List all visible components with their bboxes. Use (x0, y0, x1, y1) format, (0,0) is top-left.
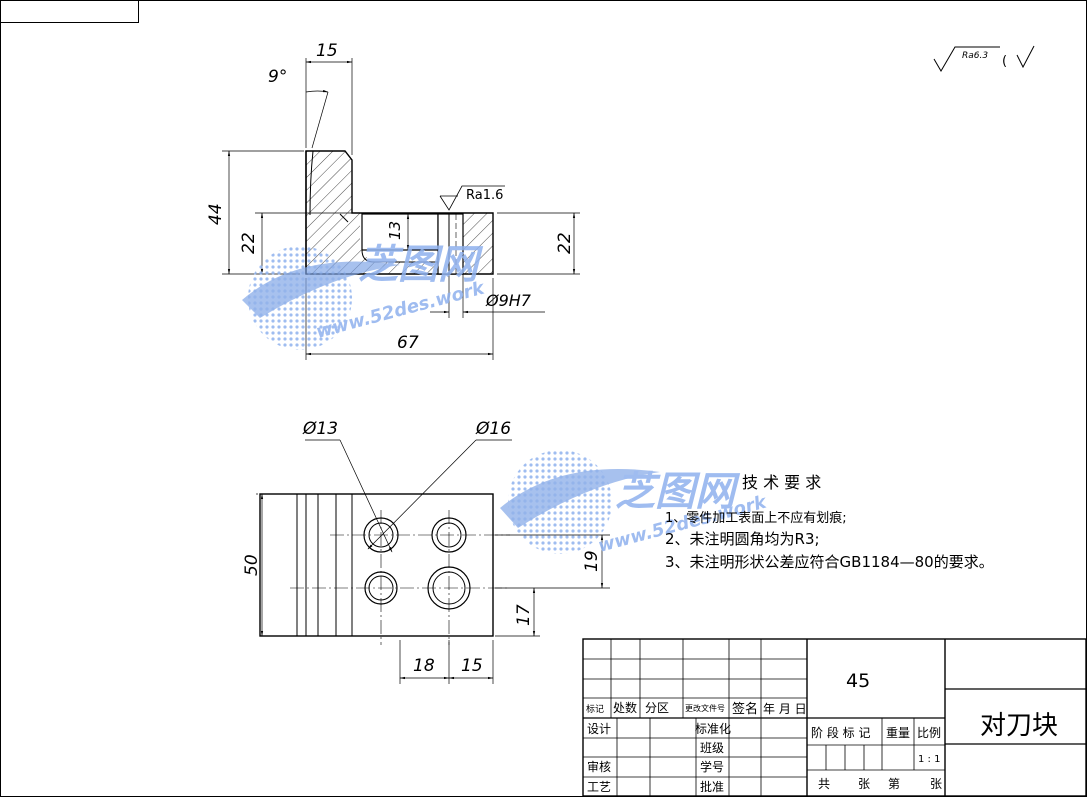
tb-header-zone: 分区 (645, 701, 669, 715)
dim-height-44: 44 (206, 203, 226, 225)
tb-row-review: 审核 (587, 759, 611, 774)
dim-length-67: 67 (397, 333, 419, 353)
hole-bottom-left-outer (364, 571, 398, 605)
tb-header-doc: 更改文件号 (685, 703, 725, 713)
watermark-brand-upper: 芝图网 (358, 242, 484, 288)
tb-header-count: 处数 (613, 700, 637, 715)
tb-row-standard: 标准化 (695, 722, 731, 736)
tb-header-mark: 标记 (586, 703, 604, 715)
hole-top-right-inner (436, 522, 462, 548)
surface-roughness-note: Ra6.3 ( (933, 45, 1035, 72)
dim-dia-16: Ø16 (475, 419, 511, 439)
dim-height-22-left: 22 (239, 232, 259, 254)
tb-header-sign: 签名 (732, 701, 758, 717)
top-left-tab (0, 0, 139, 23)
tb-scale-value: 1 : 1 (918, 754, 940, 765)
dim-spacing-18: 18 (413, 656, 435, 676)
dim-hole-9h7: Ø9H7 (485, 291, 532, 310)
tb-part-name: 对刀块 (980, 711, 1058, 741)
tb-stage-label: 阶 段 标 记 (811, 725, 870, 740)
dim-spacing-15: 15 (461, 656, 483, 676)
dim-spacing-19: 19 (582, 550, 602, 572)
hole-top-left-outer (363, 517, 399, 553)
watermark-upper: 芝图网 www.52des.work (242, 242, 487, 350)
tech-requirement-item: 1、零件加工表面上不应有划痕; (665, 510, 847, 526)
tb-row-design: 设计 (587, 722, 611, 736)
tb-material: 45 (846, 670, 870, 692)
hole-top-left-inner (368, 522, 394, 548)
roughness-ra16-text: Ra1.6 (466, 188, 503, 203)
hole-top-right-outer (431, 517, 467, 553)
tb-sheets-zhang2: 张 (930, 777, 942, 791)
tb-row-student-id: 学号 (700, 759, 724, 774)
dim-height-22-right: 22 (555, 232, 575, 254)
tb-sheets-zhang1: 张 (858, 777, 870, 791)
hole-bottom-left-inner (368, 575, 394, 601)
tech-requirements-title: 技 术 要 求 (742, 473, 821, 492)
tb-row-approve: 批准 (700, 779, 724, 794)
tech-requirement-item: 3、未注明形状公差应符合GB1184—80的要求。 (665, 553, 994, 571)
counterbore-cavity (361, 213, 439, 251)
hole-bottom-right-outer (427, 566, 471, 610)
dim-width-15: 15 (316, 41, 338, 61)
dim-height-50: 50 (242, 554, 262, 576)
hole-bottom-right-inner (432, 571, 466, 605)
roughness-paren-text: ( (1002, 54, 1007, 69)
dim-angle-9: 9° (268, 67, 287, 87)
tb-row-process: 工艺 (587, 780, 611, 794)
tb-sheets-total: 共 (818, 777, 830, 791)
section-view: 15 9° 44 22 13 22 Ra1.6 Ø9H7 (206, 41, 580, 360)
top-view-outline (259, 493, 494, 637)
watermark-brand-lower: 芝图网 (615, 469, 741, 515)
top-view: Ø13 Ø16 50 19 17 18 15 (242, 419, 610, 684)
tb-header-date: 年 月 日 (763, 702, 807, 716)
roughness-ra63-text: Ra6.3 (962, 51, 988, 61)
tb-row-class: 班级 (700, 741, 724, 755)
title-block (582, 638, 1087, 797)
tech-requirements: 技 术 要 求 1、零件加工表面上不应有划痕; 2、未注明圆角均为R3; 3、未… (665, 473, 994, 571)
dim-spacing-17: 17 (514, 604, 534, 626)
title-block-text: 标记 处数 分区 更改文件号 签名 年 月 日 设计 标准化 班级 审核 学号 … (586, 670, 1058, 794)
tb-sheets-di: 第 (888, 777, 900, 791)
dim-dia-13: Ø13 (302, 419, 338, 439)
tb-scale-label: 比例 (917, 726, 941, 740)
tb-weight-label: 重量 (886, 726, 910, 740)
tech-requirement-item: 2、未注明圆角均为R3; (665, 530, 820, 548)
dim-depth-13: 13 (386, 221, 404, 240)
